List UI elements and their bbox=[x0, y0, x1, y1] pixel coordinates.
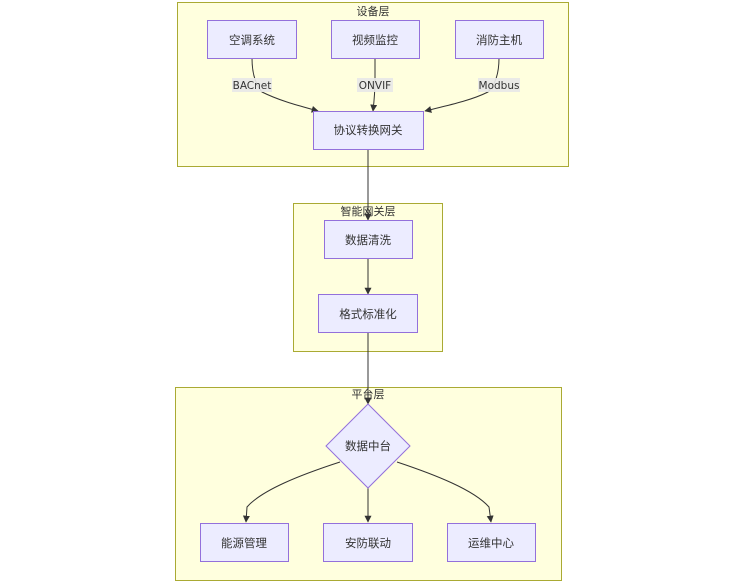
node-security-linkage: 安防联动 bbox=[323, 523, 413, 562]
edge-label-bacnet: BACnet bbox=[232, 78, 272, 92]
node-fire-host-label: 消防主机 bbox=[476, 33, 522, 47]
node-energy-management-label: 能源管理 bbox=[221, 536, 267, 550]
node-fire-host: 消防主机 bbox=[455, 20, 544, 59]
node-ac-system-label: 空调系统 bbox=[229, 33, 275, 47]
node-ops-center-label: 运维中心 bbox=[468, 536, 514, 550]
node-data-hub: 数据中台 bbox=[325, 403, 411, 489]
node-ops-center: 运维中心 bbox=[447, 523, 536, 562]
edge-label-onvif-text: ONVIF bbox=[359, 80, 391, 92]
node-format-standardization-label: 格式标准化 bbox=[339, 307, 397, 321]
node-energy-management: 能源管理 bbox=[200, 523, 289, 562]
edges bbox=[242, 57, 500, 523]
edge-datahub-to-ops bbox=[396, 461, 494, 523]
edge-label-bacnet-text: BACnet bbox=[233, 80, 272, 92]
device-layer-title: 设备层 bbox=[357, 4, 390, 18]
node-video-monitoring: 视频监控 bbox=[331, 20, 420, 59]
node-data-cleaning: 数据清洗 bbox=[324, 220, 413, 259]
node-video-monitoring-label: 视频监控 bbox=[352, 33, 398, 47]
node-protocol-gateway: 协议转换网关 bbox=[313, 111, 424, 150]
node-format-standardization: 格式标准化 bbox=[318, 294, 418, 333]
node-data-hub-label: 数据中台 bbox=[345, 439, 391, 453]
edge-label-onvif: ONVIF bbox=[357, 78, 393, 92]
node-security-linkage-label: 安防联动 bbox=[345, 536, 391, 550]
edge-datahub-to-energy bbox=[242, 461, 341, 523]
edge-label-modbus: Modbus bbox=[478, 78, 520, 92]
node-ac-system: 空调系统 bbox=[207, 20, 297, 59]
node-protocol-gateway-label: 协议转换网关 bbox=[334, 123, 403, 137]
edge-fire-to-protocol bbox=[424, 57, 500, 113]
node-data-cleaning-label: 数据清洗 bbox=[345, 233, 391, 247]
edge-label-modbus-text: Modbus bbox=[479, 80, 520, 92]
